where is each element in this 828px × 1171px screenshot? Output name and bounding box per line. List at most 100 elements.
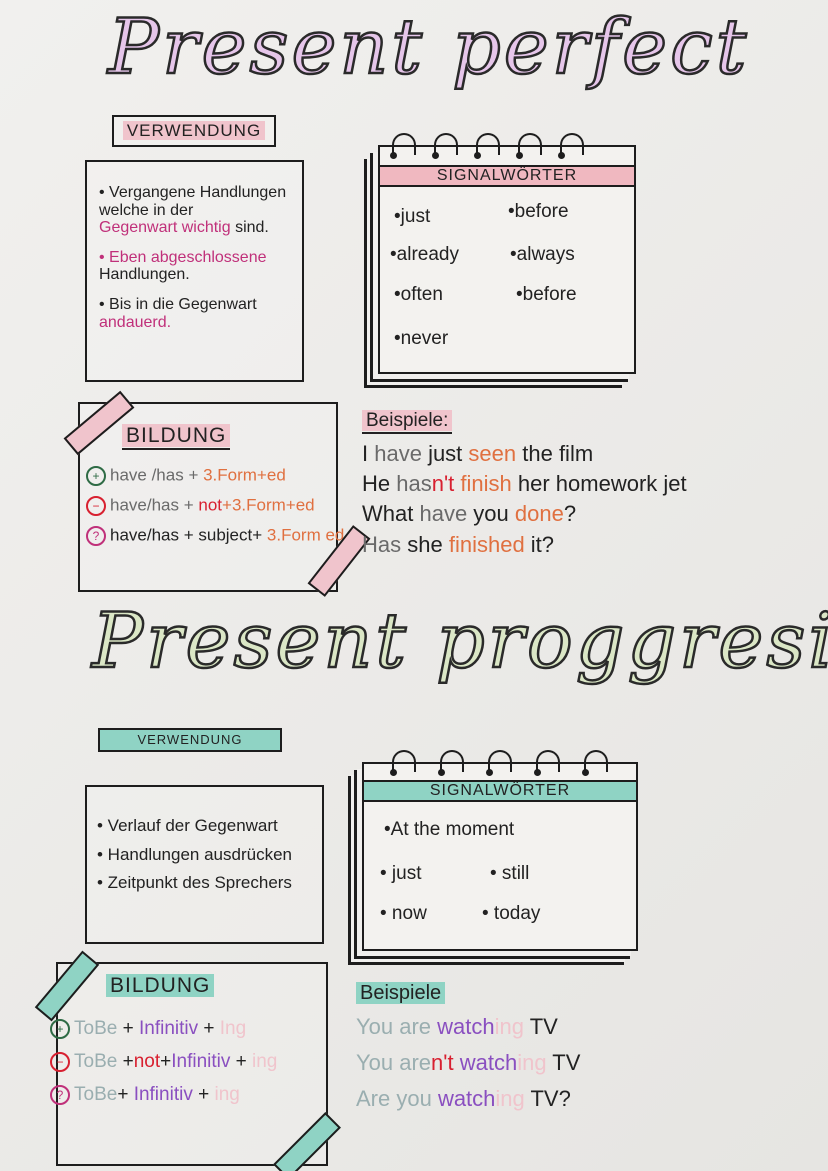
- text-segment: TV: [524, 1014, 558, 1039]
- minus-circle-icon: −: [50, 1051, 70, 1072]
- text-line: Are you watching TV?: [356, 1087, 580, 1111]
- signal-word: •At the moment: [384, 819, 515, 840]
- progressive-signalwoerter-calendar: SIGNALWÖRTER •At the moment • just • sti…: [362, 750, 638, 951]
- text-segment: finish: [460, 471, 518, 497]
- text-segment: have/has +: [110, 495, 199, 515]
- text-segment: ing: [252, 1050, 278, 1072]
- text-segment: ing: [517, 1050, 547, 1076]
- text-line: You are watching TV: [356, 1014, 580, 1039]
- text-segment: +: [192, 1083, 215, 1105]
- text-segment: Infinitiv: [138, 1018, 199, 1040]
- text-segment: ing: [494, 1014, 524, 1039]
- text-segment: watch: [437, 1086, 496, 1112]
- progressive-beispiele-heading: Beispiele: [356, 982, 446, 1005]
- text-segment: ing: [495, 1086, 525, 1112]
- signal-word: • today: [482, 903, 541, 924]
- title-present-progressive: Present proggresive: [91, 595, 828, 687]
- text-line: What have you done?: [362, 502, 687, 526]
- text-line: ?ToBe+ Infinitiv + ing: [50, 1083, 277, 1106]
- text-segment: the film: [522, 441, 594, 466]
- text-segment: Ing: [219, 1018, 247, 1040]
- text-segment: Handlungen.: [99, 266, 190, 284]
- calendar-ring-icon: [534, 750, 560, 776]
- text-segment: not: [133, 1050, 161, 1072]
- text-segment: • Vergangene Handlungen: [99, 184, 287, 201]
- signal-word: • still: [490, 863, 530, 884]
- perfect-beispiele-heading-text: Beispiele:: [362, 410, 453, 431]
- text-line: Has she finished it?: [362, 531, 687, 557]
- text-segment: I: [362, 441, 375, 466]
- calendar-ring-icon: [558, 133, 584, 159]
- text-segment: ToBe: [74, 1050, 118, 1072]
- progressive-verwendung-box: • Verlauf der Gegenwart • Handlungen aus…: [85, 785, 324, 944]
- text-segment: +: [117, 1083, 134, 1105]
- calendar-ring-icon: [432, 133, 458, 159]
- text-segment: Are you: [356, 1086, 438, 1112]
- text-segment: +: [117, 1018, 139, 1040]
- text-line: −have/has + not+3.Form+ed: [86, 496, 344, 516]
- signal-word: • now: [380, 903, 427, 924]
- text-segment: sind.: [230, 219, 269, 237]
- text-segment: You are: [356, 1050, 432, 1076]
- text-segment: What: [362, 501, 420, 527]
- perfect-verwendung-banner: VERWENDUNG: [112, 115, 276, 147]
- signal-word: •before: [508, 201, 569, 222]
- text-segment: has: [396, 471, 432, 497]
- text-segment: TV: [546, 1050, 581, 1076]
- perfect-signalwoerter-calendar: SIGNALWÖRTER •just •before •already •alw…: [378, 133, 636, 374]
- text-segment: • Bis in die Gegenwart: [99, 295, 257, 313]
- perfect-signalwoerter-heading: SIGNALWÖRTER: [380, 165, 634, 187]
- text-segment: have/has + subject+: [110, 525, 267, 545]
- signal-word: •just: [394, 206, 431, 227]
- signal-word: •always: [510, 244, 575, 265]
- perfect-bildung-heading: BILDUNG: [122, 424, 231, 450]
- text-segment: ToBe: [74, 1018, 118, 1040]
- perfect-verwendung-heading: VERWENDUNG: [122, 121, 266, 140]
- text-segment: have: [374, 441, 429, 466]
- text-segment: Gegenwart wichtig: [99, 219, 231, 237]
- text-segment: andauerd.: [99, 313, 172, 331]
- text-segment: • Eben abgeschlossene: [99, 248, 267, 266]
- text-segment: ?: [563, 501, 577, 527]
- minus-circle-icon: −: [86, 496, 106, 516]
- text-segment: You are: [356, 1014, 438, 1039]
- calendar-ring-icon: [390, 133, 416, 159]
- text-segment: He: [362, 471, 397, 497]
- text-line: −ToBe +not+Infinitiv + ing: [50, 1050, 278, 1073]
- text-segment: watch: [437, 1014, 495, 1039]
- progressive-verwendung-heading: VERWENDUNG: [137, 732, 243, 747]
- signal-word: •before: [516, 284, 577, 305]
- signal-word: • just: [380, 863, 422, 884]
- question-circle-icon: ?: [86, 526, 106, 546]
- progressive-beispiele-heading-text: Beispiele: [356, 982, 446, 1004]
- text-segment: she: [407, 531, 449, 557]
- perfect-bildung-box: BILDUNG +have /has + 3.Form+ed−have/has …: [78, 402, 344, 592]
- calendar-ring-icon: [438, 750, 464, 776]
- signal-word: •often: [394, 284, 443, 305]
- text-segment: Infinitiv: [171, 1050, 231, 1072]
- plus-circle-icon: +: [50, 1019, 70, 1039]
- text-segment: TV?: [524, 1086, 571, 1112]
- progressive-bildung-box: BILDUNG +ToBe + Infinitiv + Ing−ToBe +no…: [50, 962, 328, 1166]
- question-circle-icon: ?: [50, 1084, 70, 1105]
- text-segment: +: [117, 1050, 134, 1072]
- text-segment: Has: [362, 531, 408, 557]
- text-segment: +: [230, 1050, 253, 1072]
- text-line: +ToBe + Infinitiv + Ing: [50, 1018, 277, 1040]
- text-segment: watch: [459, 1050, 518, 1076]
- progressive-signalwoerter-heading: SIGNALWÖRTER: [364, 780, 636, 802]
- text-segment: finished: [448, 531, 531, 557]
- text-segment: have: [419, 501, 474, 527]
- list-item: • Handlungen ausdrücken: [97, 844, 292, 864]
- list-item: • Verlauf der Gegenwart: [97, 816, 278, 835]
